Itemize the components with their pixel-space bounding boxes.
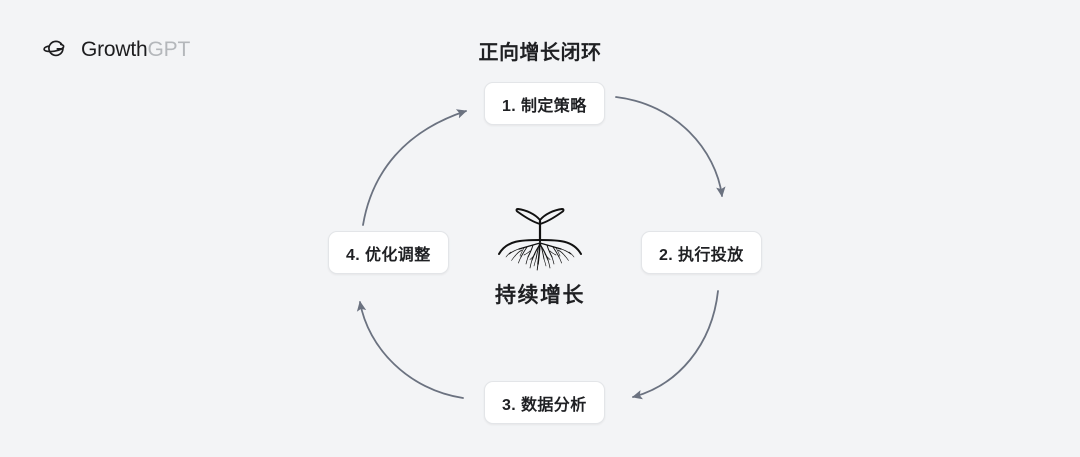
cycle-node-1[interactable]: 1. 制定策略 [484,82,605,125]
cycle-node-1-label: 1. 制定策略 [502,97,587,115]
cycle-node-4-label: 4. 优化调整 [346,246,431,264]
center-caption: 持续增长 [495,284,585,307]
cycle-node-2-label: 2. 执行投放 [659,246,744,264]
cycle-node-3[interactable]: 3. 数据分析 [484,381,605,424]
arrow-node3-to-node4 [356,300,464,399]
saturn-g-logo-icon [42,34,72,64]
arrow-node1-to-node2 [615,96,726,198]
brand-name-secondary: GPT [147,37,191,61]
arrow-node4-to-node1 [362,109,468,226]
cycle-node-2[interactable]: 2. 执行投放 [641,231,762,274]
diagram-title: 正向增长闭环 [478,42,602,64]
brand-logo: GrowthGPT [42,34,190,64]
cycle-node-4[interactable]: 4. 优化调整 [328,231,449,274]
sprout-with-roots-icon [487,196,593,274]
brand-name-primary: Growth [81,37,148,61]
brand-wordmark: GrowthGPT [81,39,190,60]
cycle-node-3-label: 3. 数据分析 [502,396,587,414]
arrow-node2-to-node3 [631,290,719,400]
